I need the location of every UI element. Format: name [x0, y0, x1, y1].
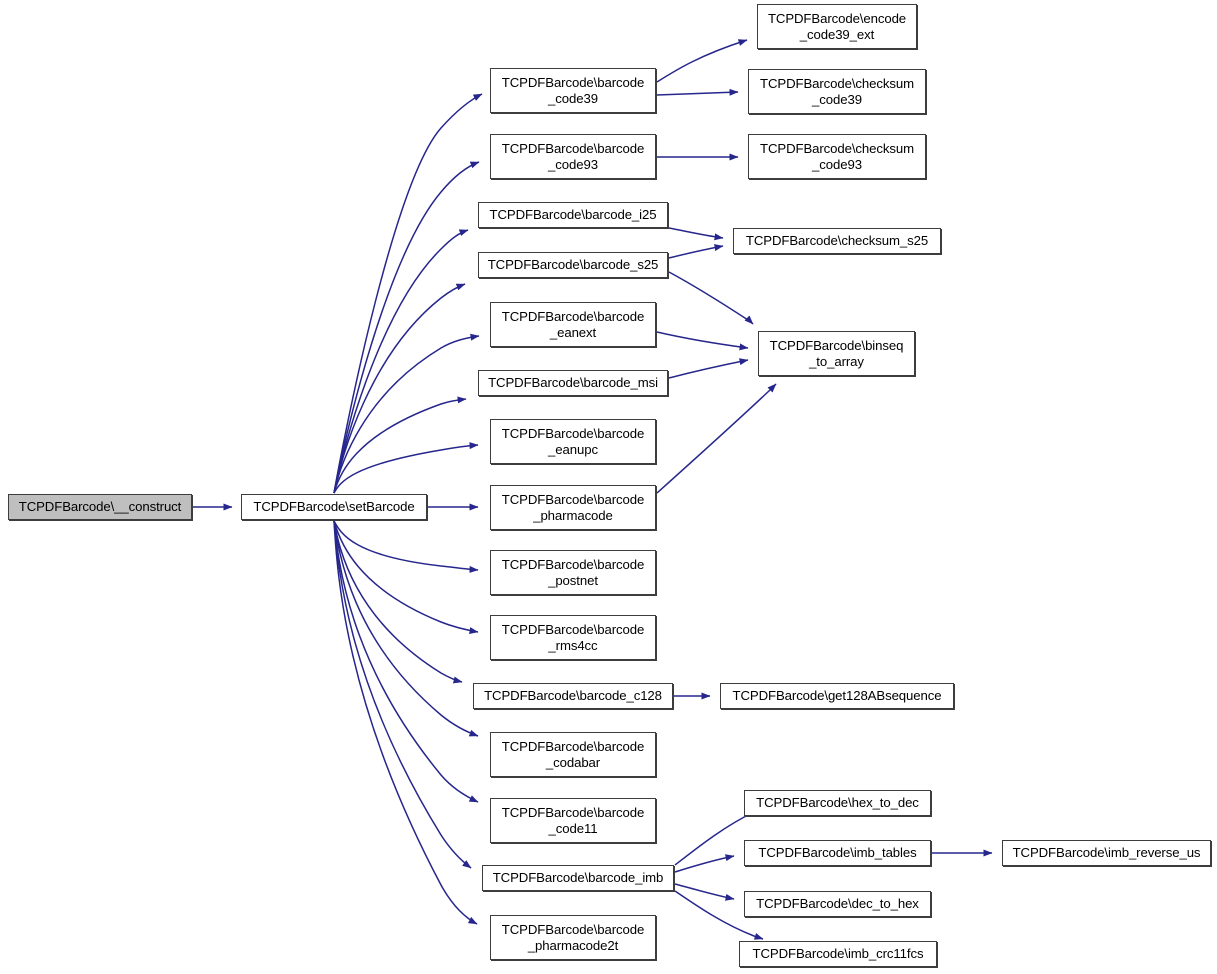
- node-checksums25[interactable]: TCPDFBarcode\checksum_s25: [733, 228, 941, 254]
- node-get128ab[interactable]: TCPDFBarcode\get128ABsequence: [720, 683, 954, 709]
- edge-imb-to-dectohex: [674, 883, 735, 901]
- edge-pharmacode-to-binseq: [656, 383, 777, 494]
- node-msi[interactable]: TCPDFBarcode\barcode_msi: [478, 370, 668, 396]
- edge-setbarcode-to-c128: [333, 520, 463, 684]
- node-c128[interactable]: TCPDFBarcode\barcode_c128: [473, 683, 673, 709]
- edge-setbarcode-to-pharmacode2t: [333, 520, 478, 925]
- edge-s25-to-checksums25: [668, 244, 724, 259]
- node-imbcrc11fcs[interactable]: TCPDFBarcode\imb_crc11fcs: [739, 941, 937, 967]
- node-binseq[interactable]: TCPDFBarcode\binseq _to_array: [758, 331, 915, 376]
- node-codabar[interactable]: TCPDFBarcode\barcode _codabar: [490, 732, 656, 777]
- node-checksum39[interactable]: TCPDFBarcode\checksum _code39: [748, 69, 926, 114]
- edge-msi-to-binseq: [668, 358, 749, 379]
- node-code93[interactable]: TCPDFBarcode\barcode _code93: [490, 134, 656, 179]
- edge-setbarcode-to-rms4cc: [333, 520, 479, 634]
- edge-setbarcode-to-i25: [333, 229, 469, 494]
- node-checksum93[interactable]: TCPDFBarcode\checksum _code93: [748, 134, 926, 179]
- edge-imb-to-imbtables: [674, 854, 735, 873]
- edge-code39-to-encode39ext: [656, 39, 748, 83]
- edge-imb-to-imbcrc11fcs: [674, 890, 764, 940]
- edge-s25-to-binseq: [668, 271, 754, 325]
- edge-setbarcode-to-eanext: [333, 333, 480, 494]
- edge-eanext-to-binseq: [656, 331, 749, 351]
- node-eanext[interactable]: TCPDFBarcode\barcode _eanext: [490, 302, 656, 347]
- node-encode39ext[interactable]: TCPDFBarcode\encode _code39_ext: [757, 4, 917, 49]
- edge-setbarcode-to-code39: [333, 93, 483, 494]
- node-dectohex[interactable]: TCPDFBarcode\dec_to_hex: [744, 891, 931, 917]
- node-code39[interactable]: TCPDFBarcode\barcode _code39: [490, 68, 656, 113]
- edge-code39-to-checksum39: [656, 88, 739, 96]
- edge-setbarcode-to-imb: [333, 520, 472, 869]
- node-imb[interactable]: TCPDFBarcode\barcode_imb: [482, 865, 674, 891]
- node-postnet[interactable]: TCPDFBarcode\barcode _postnet: [490, 550, 656, 595]
- edge-i25-to-checksums25: [668, 227, 724, 241]
- edge-setbarcode-to-code11: [333, 520, 479, 803]
- node-eanupc[interactable]: TCPDFBarcode\barcode _eanupc: [490, 419, 656, 464]
- node-setbarcode[interactable]: TCPDFBarcode\setBarcode: [241, 494, 427, 520]
- edge-setbarcode-to-eanupc: [333, 442, 479, 494]
- edge-setbarcode-to-s25: [333, 283, 466, 494]
- node-imbreverseus[interactable]: TCPDFBarcode\imb_reverse_us: [1002, 840, 1211, 866]
- edge-setbarcode-to-codabar: [333, 520, 479, 737]
- node-hextodec[interactable]: TCPDFBarcode\hex_to_dec: [744, 790, 931, 816]
- node-s25[interactable]: TCPDFBarcode\barcode_s25: [478, 252, 668, 278]
- edge-setbarcode-to-postnet: [333, 520, 479, 573]
- node-code11[interactable]: TCPDFBarcode\barcode _code11: [490, 798, 656, 843]
- edge-setbarcode-to-code93: [333, 161, 480, 494]
- edge-setbarcode-to-msi: [333, 396, 467, 494]
- node-i25[interactable]: TCPDFBarcode\barcode_i25: [478, 202, 668, 228]
- node-rms4cc[interactable]: TCPDFBarcode\barcode _rms4cc: [490, 615, 656, 660]
- node-construct[interactable]: TCPDFBarcode\__construct: [8, 494, 192, 520]
- node-imbtables[interactable]: TCPDFBarcode\imb_tables: [744, 840, 931, 866]
- node-pharmacode2t[interactable]: TCPDFBarcode\barcode _pharmacode2t: [490, 915, 656, 960]
- node-pharmacode[interactable]: TCPDFBarcode\barcode _pharmacode: [490, 485, 656, 530]
